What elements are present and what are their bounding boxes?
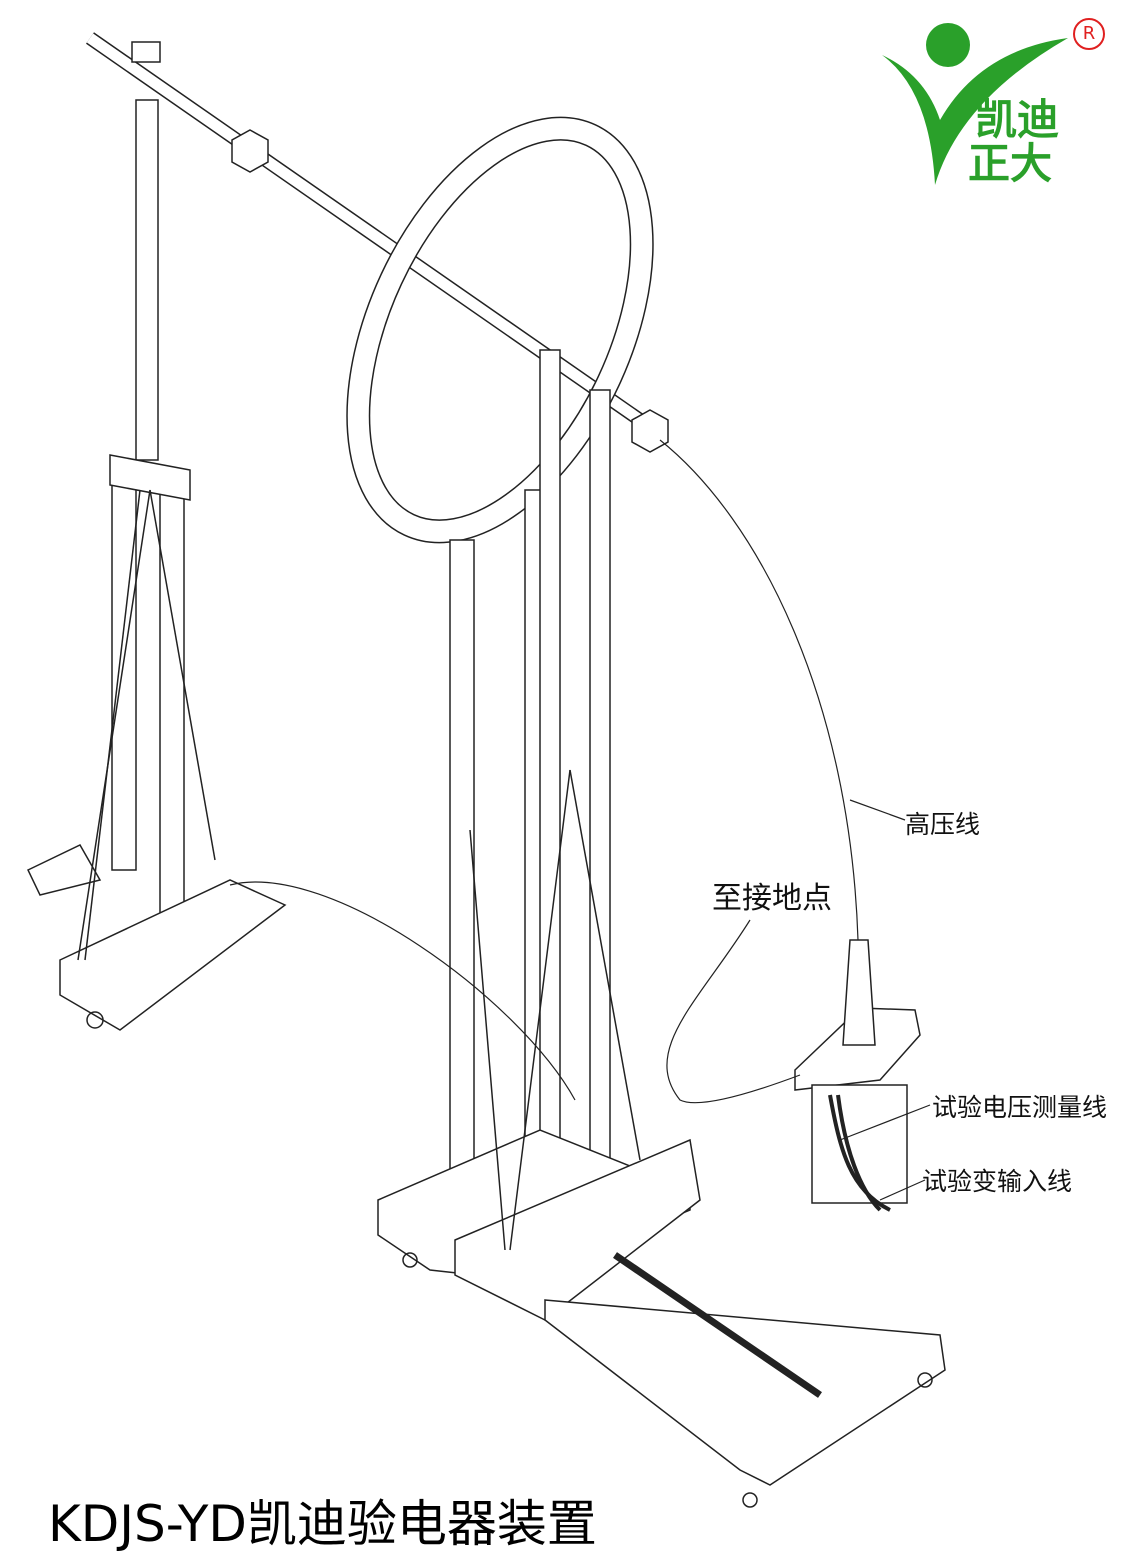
page-title: KDJS-YD凯迪验电器装置	[48, 1495, 597, 1553]
left-stand	[26, 99, 287, 1031]
label-test-transformer-input-wire: 试验变输入线	[922, 1167, 1073, 1196]
company-logo	[882, 23, 1068, 185]
label-high-voltage-wire: 高压线	[905, 810, 981, 839]
wires	[229, 439, 931, 1201]
test-transformer	[794, 939, 921, 1212]
logo-text-line2: 正大	[968, 139, 1053, 188]
horizontal-rod	[86, 32, 669, 453]
label-to-ground-point: 至接地点	[712, 881, 832, 916]
logo-text-line1: 凯迪	[975, 95, 1060, 144]
right-stand	[377, 349, 946, 1508]
registered-trademark-icon: R	[1073, 18, 1105, 50]
ring-electrode	[346, 116, 654, 544]
label-test-voltage-measure-wire: 试验电压测量线	[932, 1093, 1108, 1122]
